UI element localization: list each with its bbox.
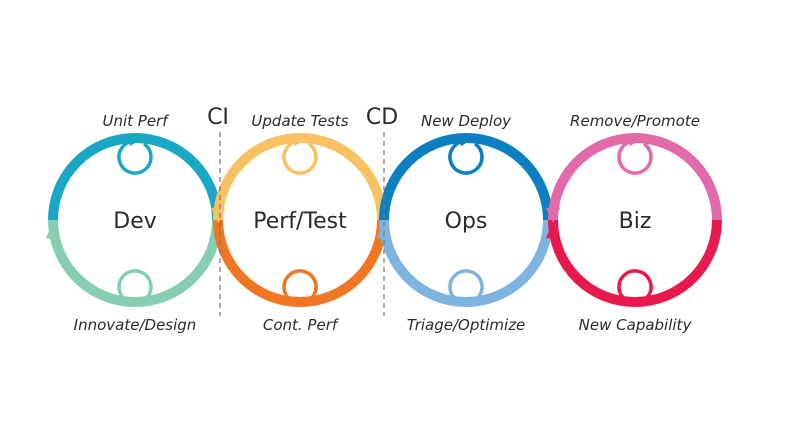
- phase-top-ops: New Deploy: [421, 112, 512, 130]
- cycle-label-dev: Dev: [113, 209, 157, 234]
- cd-label: CD: [366, 105, 398, 130]
- loop-top-biz-arrow: [628, 136, 640, 147]
- loop-bottom-dev: [117, 269, 153, 308]
- cycle-label-biz: Biz: [619, 209, 652, 234]
- loop-top-dev-arrow: [128, 136, 140, 147]
- loop-top-perf-test: [282, 136, 318, 175]
- phase-bottom-dev: Innovate/Design: [74, 316, 197, 334]
- arc-top-ops: [379, 133, 553, 221]
- phase-bottom-ops: Triage/Optimize: [407, 316, 526, 334]
- ci-label: CI: [207, 105, 229, 130]
- loop-bottom-perf-test-ring: [282, 269, 318, 305]
- arc-top-dev: [48, 133, 222, 221]
- loop-top-dev-ring: [117, 139, 153, 175]
- arc-top-biz: [548, 133, 722, 221]
- phase-top-perf-test: Update Tests: [251, 112, 348, 130]
- loop-top-biz-ring: [617, 139, 653, 175]
- cycle-label-perf-test: Perf/Test: [253, 209, 347, 234]
- phase-top-dev: Unit Perf: [102, 112, 170, 130]
- phase-bottom-perf-test: Cont. Perf: [263, 316, 340, 334]
- cycle-label-ops: Ops: [445, 209, 488, 234]
- phase-top-biz: Remove/Promote: [570, 112, 700, 130]
- loop-bottom-dev-ring: [117, 269, 153, 305]
- loop-top-perf-test-arrow: [293, 136, 305, 147]
- arrow-left-ops: [376, 223, 392, 239]
- arc-top-perf-test: [213, 133, 387, 221]
- arrow-left-perf-test: [210, 207, 226, 223]
- loop-top-ops-ring: [448, 139, 484, 175]
- loop-top-dev: [117, 136, 153, 175]
- loop-bottom-dev-arrow: [130, 297, 142, 308]
- loop-bottom-perf-test-arrow: [295, 297, 307, 308]
- loop-bottom-ops-arrow: [461, 297, 473, 308]
- gates-layer: CI CD: [207, 105, 398, 316]
- loop-top-ops: [448, 136, 484, 175]
- loop-top-ops-arrow: [459, 136, 471, 147]
- phase-bottom-biz: New Capability: [579, 316, 693, 334]
- loop-top-biz: [617, 136, 653, 175]
- arrow-left-b-biz: [545, 223, 561, 239]
- loop-bottom-biz-arrow: [630, 297, 642, 308]
- loop-bottom-ops-ring: [448, 269, 484, 305]
- loop-bottom-biz-ring: [617, 269, 653, 305]
- arrow-left-biz: [545, 207, 561, 223]
- loop-top-perf-test-ring: [282, 139, 318, 175]
- loop-bottom-ops: [448, 269, 484, 308]
- loop-bottom-perf-test: [282, 269, 318, 308]
- loop-bottom-biz: [617, 269, 653, 308]
- arrow-left-dev: [45, 223, 61, 239]
